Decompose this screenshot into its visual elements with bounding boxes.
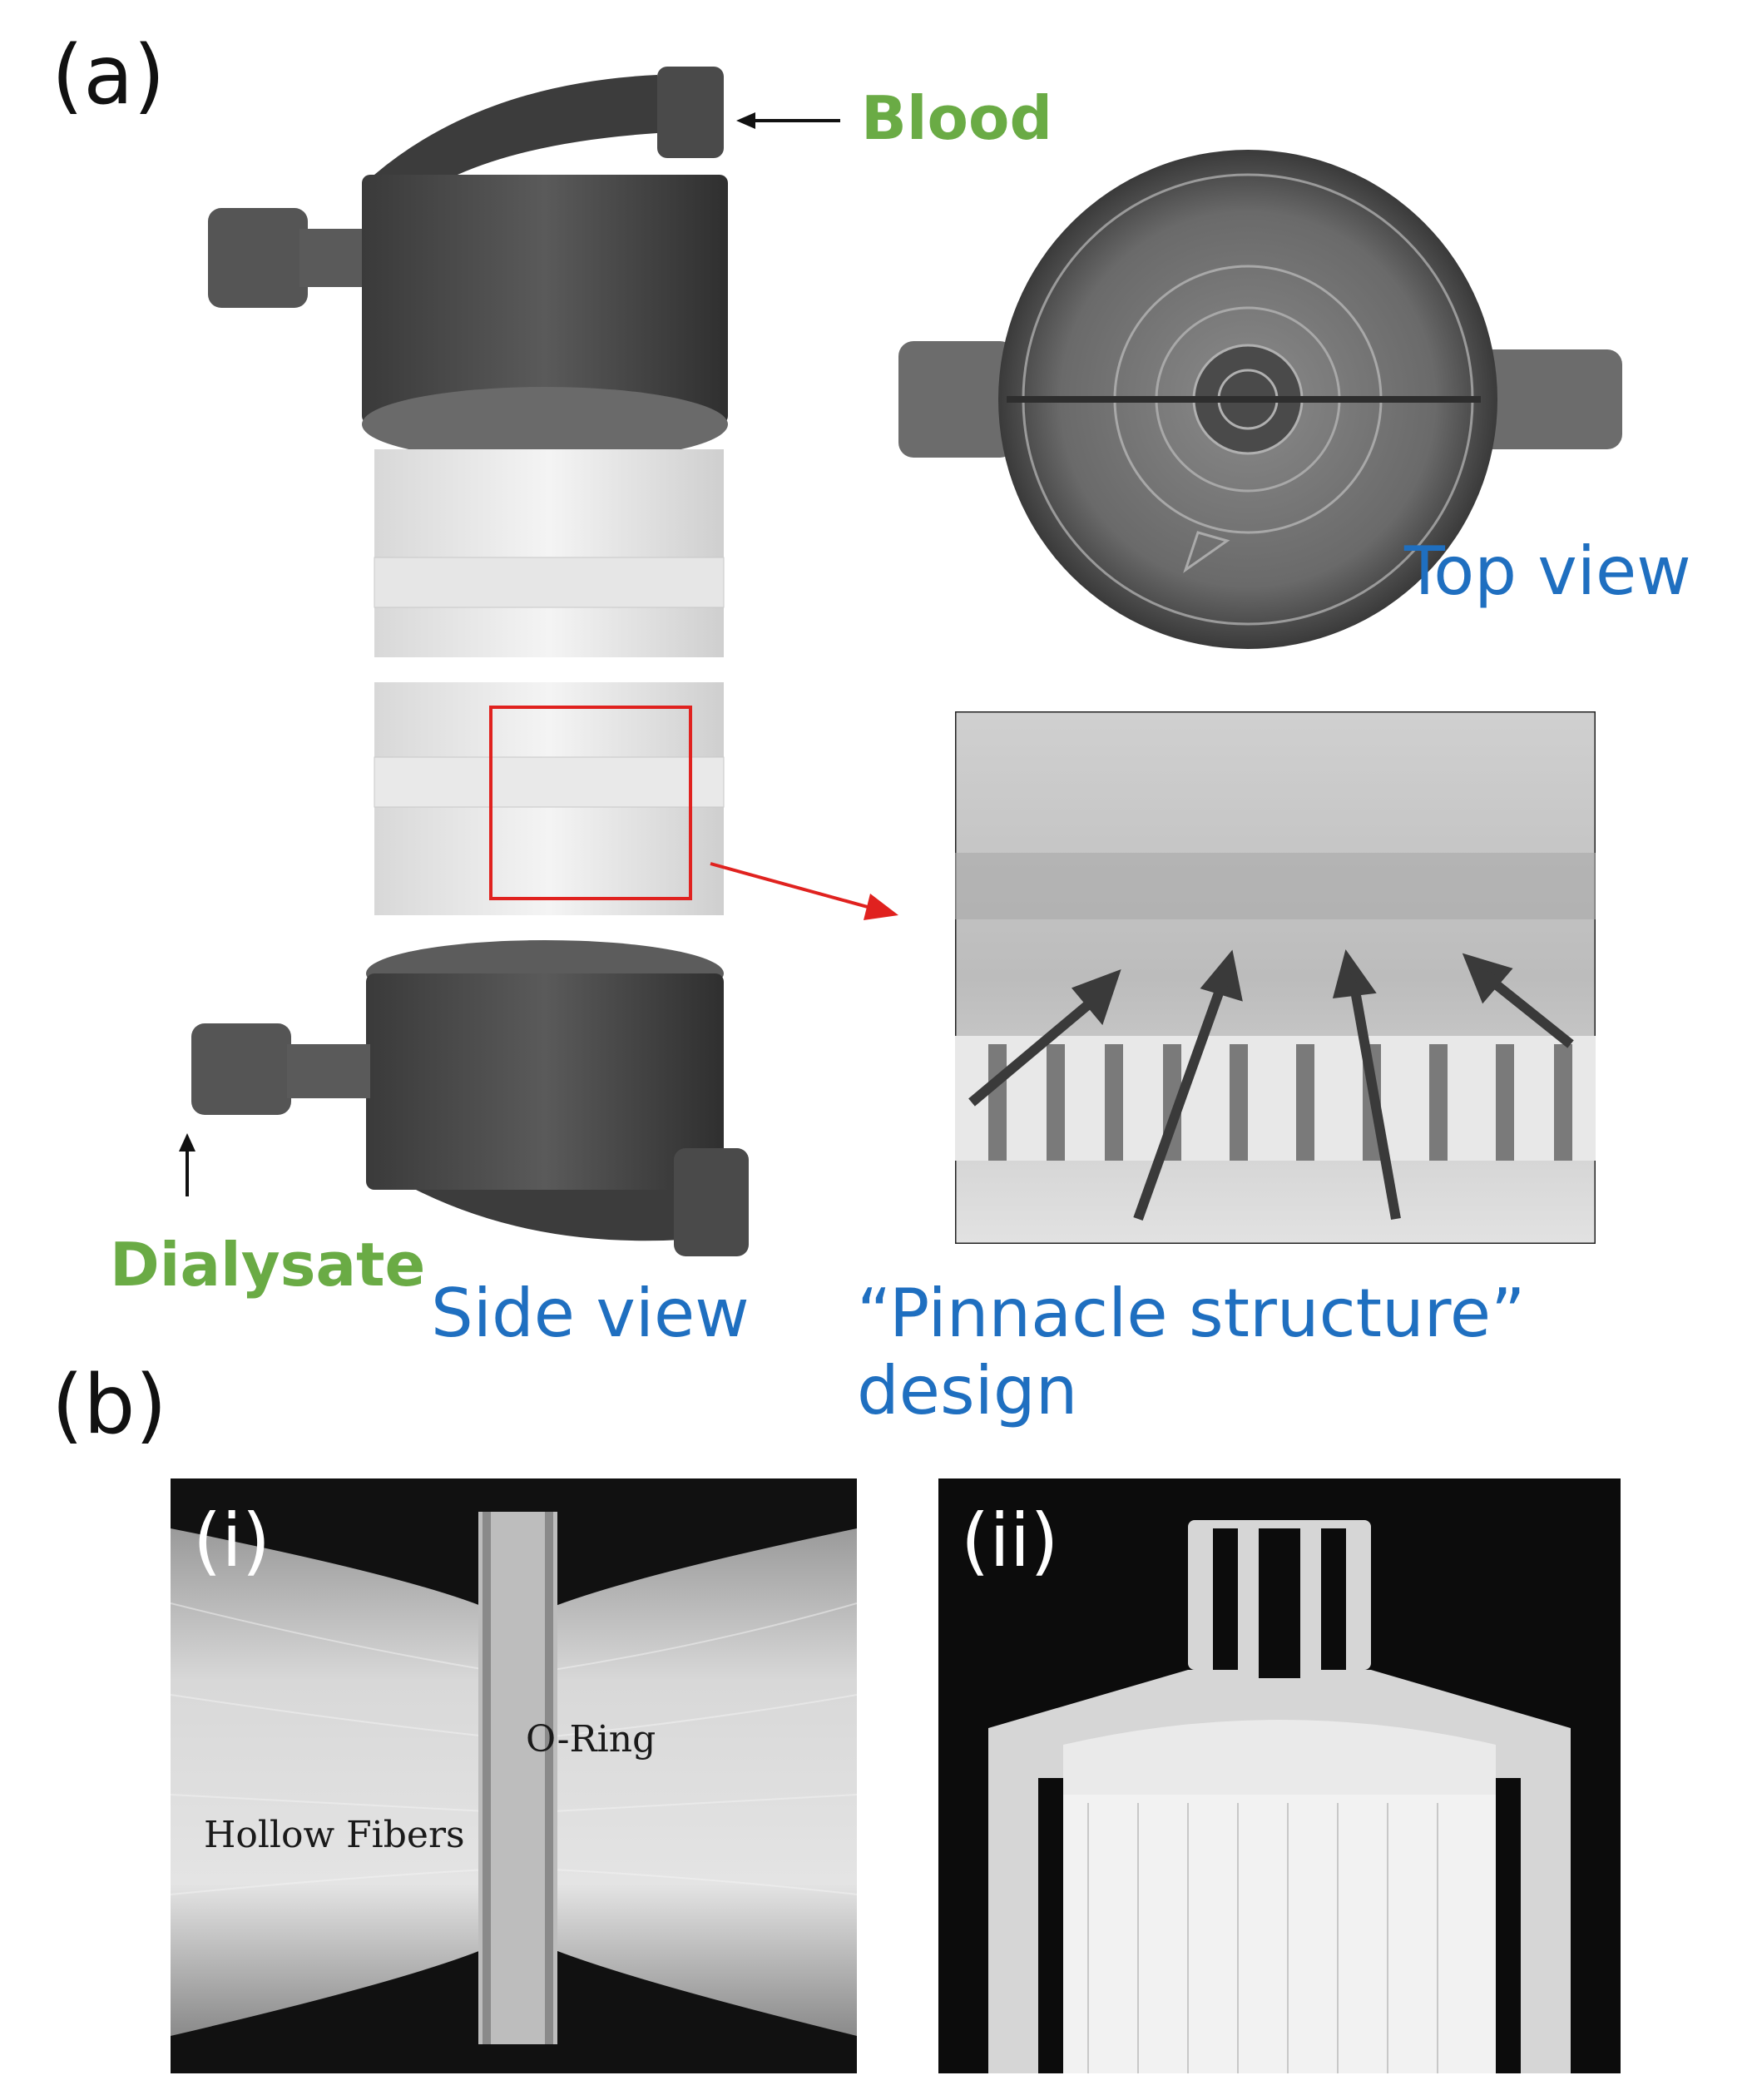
fiber-bundle — [1063, 1795, 1496, 2073]
highlight-box — [489, 706, 692, 900]
side-view-label: Side view — [431, 1275, 750, 1352]
side-view-assembly-image — [191, 67, 749, 1256]
hollow-fibers-image — [171, 1478, 857, 2073]
bottom-cap-body — [366, 973, 724, 1190]
o-ring — [478, 1512, 557, 2044]
device-cross-section-image — [988, 1520, 1571, 2073]
photo-i — [171, 1478, 857, 2073]
panel-a-label: (a) — [52, 28, 166, 123]
top-view-image — [898, 150, 1622, 649]
core-upper — [374, 449, 724, 657]
top-cap-manifold — [374, 75, 657, 175]
dialysate-arrow — [179, 1133, 195, 1196]
dialysate-inlet-port — [191, 1023, 291, 1115]
dialysate-label: Dialysate — [110, 1230, 426, 1300]
photo-i-tag: (i) — [193, 1498, 271, 1583]
top-cap-body — [362, 175, 728, 424]
blood-port — [657, 67, 724, 158]
zoom-arrow — [710, 862, 898, 920]
hollow-fibers-label: Hollow Fibers — [204, 1814, 465, 1856]
pinnacle-structure-image — [955, 711, 1596, 1244]
blood-arrow — [736, 112, 840, 129]
photo-ii-tag: (ii) — [961, 1498, 1059, 1583]
dialysate-outlet-port — [208, 208, 308, 308]
panel-b-label: (b) — [52, 1358, 167, 1453]
o-ring-label: O-Ring — [526, 1718, 656, 1761]
photo-ii — [938, 1478, 1621, 2073]
top-view-label: Top view — [1404, 532, 1691, 610]
blood-label: Blood — [861, 83, 1053, 153]
pinnacle-structure-label: “Pinnacle structure” design — [857, 1275, 1526, 1429]
